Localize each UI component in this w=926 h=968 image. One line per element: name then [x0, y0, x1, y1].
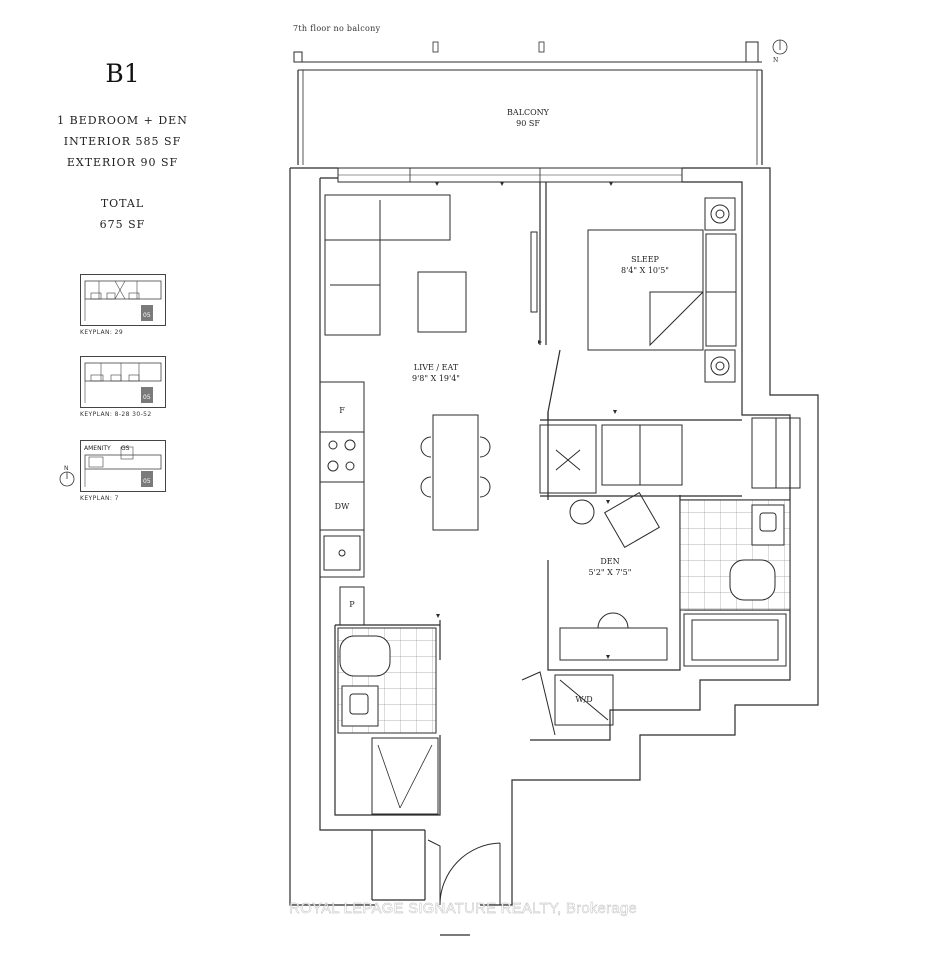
unit-type: 1 BEDROOM + DEN [57, 114, 188, 127]
keyplan-unit-tag: 05 [143, 478, 151, 485]
north-compass-icon: N [772, 39, 788, 64]
ensuite-bathroom [679, 499, 791, 667]
live-eat-label: LIVE / EAT [414, 363, 459, 372]
bedroom [587, 197, 737, 383]
total-label: TOTAL [100, 197, 145, 210]
balcony [293, 41, 763, 165]
fridge-label: F [339, 406, 345, 415]
keyplan-7: AMENITY GS 05 KEYPLAN: 7 [80, 440, 166, 502]
keyplan-drawing: AMENITY GS 05 [80, 440, 166, 492]
pantry-label: P [349, 600, 355, 609]
keyplan-8-28-30-52: 05 KEYPLAN: 8-28 30-52 [80, 356, 166, 418]
unit-info-panel: B1 1 BEDROOM + DEN INTERIOR 585 SF EXTER… [40, 55, 205, 235]
keyplan-diagram [84, 280, 162, 321]
balcony-label: BALCONY [507, 108, 550, 117]
kitchen [319, 381, 365, 626]
keyplan-drawing: 05 [80, 274, 166, 326]
keyplan-unit-tag: 05 [143, 394, 151, 401]
keyplan-unit-tag: 05 [143, 312, 151, 319]
entry-door [427, 839, 501, 906]
live-eat-size: 9'8" X 19'4" [412, 374, 460, 383]
window-wall [337, 167, 683, 183]
washer-dryer-label: W/D [575, 695, 592, 704]
keyplan-caption: KEYPLAN: 7 [80, 495, 119, 502]
floor-note: 7th floor no balcony [293, 24, 381, 33]
keyplan-drawing: 05 [80, 356, 166, 408]
interior-area: INTERIOR 585 SF [63, 135, 182, 148]
keyplan-diagram [84, 446, 162, 487]
sleep-size: 8'4" X 10'5" [621, 266, 669, 275]
door-markers [435, 182, 617, 659]
keyplan-gs-label: GS [121, 445, 130, 452]
unit-name: B1 [105, 59, 140, 88]
keyplan-compass-icon: N [59, 465, 75, 487]
sleep-label: SLEEP [631, 255, 659, 264]
den [559, 491, 668, 661]
watermark: ROYAL LEPAGE SIGNATURE REALTY, Brokerage [289, 900, 637, 917]
keyplan-diagram [84, 362, 162, 403]
compass-north-label: N [773, 57, 778, 64]
den-label: DEN [600, 557, 619, 566]
total-area: 675 SF [99, 218, 146, 231]
keyplan-compass-north: N [64, 465, 69, 472]
tv-unit [530, 231, 538, 313]
sofa [324, 194, 451, 336]
main-bathroom [337, 627, 439, 815]
coffee-table [417, 271, 467, 333]
keyplan-caption: KEYPLAN: 29 [80, 329, 124, 336]
dining-table [420, 414, 491, 531]
laundry [521, 671, 614, 736]
closets [539, 417, 801, 494]
keyplan-29: 05 KEYPLAN: 29 [80, 274, 166, 336]
balcony-size: 90 SF [516, 119, 540, 128]
keyplan-caption: KEYPLAN: 8-28 30-52 [80, 411, 152, 418]
den-size: 5'2" X 7'5" [589, 568, 632, 577]
keyplan-amenity-label: AMENITY [84, 445, 111, 452]
exterior-area: EXTERIOR 90 SF [66, 156, 179, 169]
dishwasher-label: DW [335, 502, 350, 511]
